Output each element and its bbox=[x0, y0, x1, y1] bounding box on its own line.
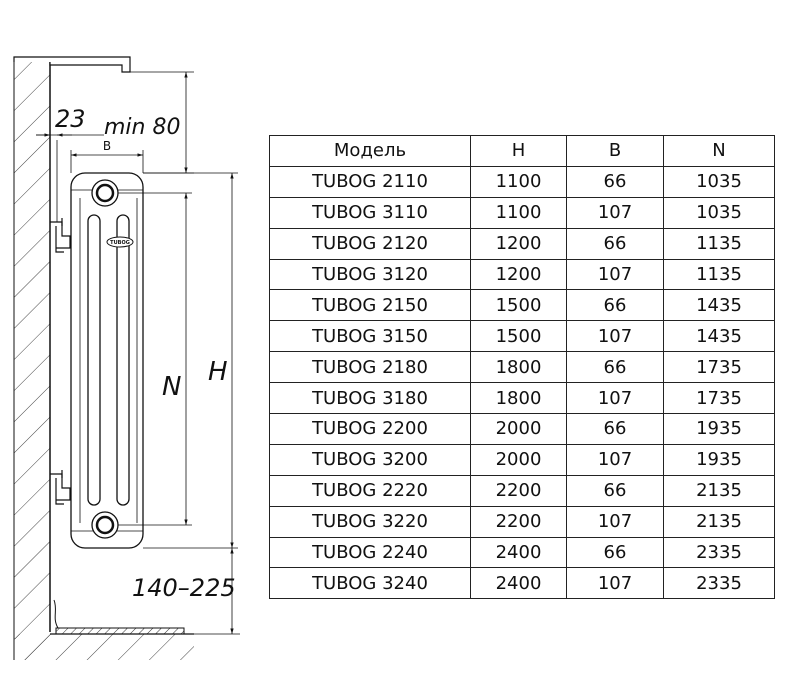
cell-h: 2400 bbox=[470, 567, 567, 600]
cell-b: 66 bbox=[566, 289, 664, 322]
cell-model: TUBOG 3110 bbox=[269, 196, 471, 229]
cell-model: TUBOG 3200 bbox=[269, 443, 471, 476]
floor bbox=[14, 599, 194, 660]
cell-n: 1035 bbox=[663, 165, 775, 198]
header-b: B bbox=[566, 135, 664, 167]
cell-n: 1435 bbox=[663, 289, 775, 322]
cell-b: 107 bbox=[566, 505, 664, 538]
cell-n: 1935 bbox=[663, 413, 775, 445]
cell-b: 107 bbox=[566, 382, 664, 415]
cell-b: 107 bbox=[566, 567, 664, 600]
cell-n: 2135 bbox=[663, 505, 775, 538]
cell-h: 1500 bbox=[470, 289, 567, 322]
dimension-min-top: min 80 bbox=[104, 71, 194, 174]
dim-axis-label: N bbox=[162, 372, 181, 402]
cell-b: 66 bbox=[566, 536, 664, 569]
header-n: N bbox=[663, 135, 775, 167]
cell-h: 2400 bbox=[470, 536, 567, 569]
cell-h: 2000 bbox=[470, 413, 567, 445]
cell-h: 1100 bbox=[470, 165, 567, 198]
cell-h: 1800 bbox=[470, 382, 567, 415]
cell-model: TUBOG 3240 bbox=[269, 567, 471, 600]
cell-h: 2200 bbox=[470, 474, 567, 507]
cell-b: 107 bbox=[566, 196, 664, 229]
cell-h: 1200 bbox=[470, 258, 567, 291]
window-sill bbox=[13, 56, 131, 73]
wall-bracket-bottom bbox=[50, 470, 71, 505]
cell-model: TUBOG 3120 bbox=[269, 258, 471, 291]
dim-depth-label: B bbox=[103, 139, 111, 153]
cell-n: 1435 bbox=[663, 320, 775, 353]
cell-n: 2335 bbox=[663, 536, 775, 569]
cell-n: 2135 bbox=[663, 474, 775, 507]
cell-b: 107 bbox=[566, 443, 664, 476]
dim-min-top-label: min 80 bbox=[104, 115, 180, 140]
wall bbox=[13, 62, 51, 660]
cell-b: 66 bbox=[566, 413, 664, 445]
cell-model: TUBOG 2240 bbox=[269, 536, 471, 569]
cell-h: 2200 bbox=[470, 505, 567, 538]
cell-h: 1100 bbox=[470, 196, 567, 229]
cell-n: 2335 bbox=[663, 567, 775, 600]
dimension-wall-gap: 23 bbox=[36, 105, 104, 222]
cell-model: TUBOG 2120 bbox=[269, 227, 471, 260]
cell-model: TUBOG 3180 bbox=[269, 382, 471, 415]
cell-model: TUBOG 2180 bbox=[269, 351, 471, 384]
header-h: H bbox=[470, 135, 567, 167]
dim-floor-label: 140–225 bbox=[132, 574, 236, 602]
dimension-height: H bbox=[143, 172, 238, 549]
cell-model: TUBOG 3150 bbox=[269, 320, 471, 353]
cell-n: 1735 bbox=[663, 382, 775, 415]
cell-h: 1200 bbox=[470, 227, 567, 260]
cell-n: 1135 bbox=[663, 227, 775, 260]
cell-model: TUBOG 2110 bbox=[269, 165, 471, 198]
cell-n: 1035 bbox=[663, 196, 775, 229]
cell-model: TUBOG 2200 bbox=[269, 413, 471, 445]
cell-h: 1800 bbox=[470, 351, 567, 384]
wall-bracket-top bbox=[50, 218, 71, 253]
cell-b: 66 bbox=[566, 227, 664, 260]
cell-n: 1735 bbox=[663, 351, 775, 384]
cell-model: TUBOG 2220 bbox=[269, 474, 471, 507]
cell-b: 107 bbox=[566, 320, 664, 353]
dimension-depth: B bbox=[70, 139, 144, 173]
dimension-axis: N bbox=[118, 192, 192, 526]
brand-logo-text: TUBOG bbox=[110, 240, 130, 246]
cell-b: 66 bbox=[566, 474, 664, 507]
cell-model: TUBOG 2150 bbox=[269, 289, 471, 322]
cell-h: 1500 bbox=[470, 320, 567, 353]
radiator bbox=[70, 172, 144, 549]
cell-b: 66 bbox=[566, 165, 664, 198]
bottom-connection-icon bbox=[91, 511, 119, 539]
cell-n: 1135 bbox=[663, 258, 775, 291]
cell-b: 66 bbox=[566, 351, 664, 384]
cell-model: TUBOG 3220 bbox=[269, 505, 471, 538]
cell-h: 2000 bbox=[470, 443, 567, 476]
header-model: Модель bbox=[269, 135, 471, 167]
dim-height-label: H bbox=[208, 357, 228, 387]
cell-b: 107 bbox=[566, 258, 664, 291]
brand-logo: TUBOG bbox=[106, 236, 134, 248]
table-header-row: Модель H B N bbox=[269, 135, 775, 167]
top-connection-icon bbox=[91, 179, 119, 207]
dim-wall-gap-label: 23 bbox=[55, 105, 86, 133]
cell-n: 1935 bbox=[663, 443, 775, 476]
dimension-floor: 140–225 bbox=[132, 548, 240, 635]
